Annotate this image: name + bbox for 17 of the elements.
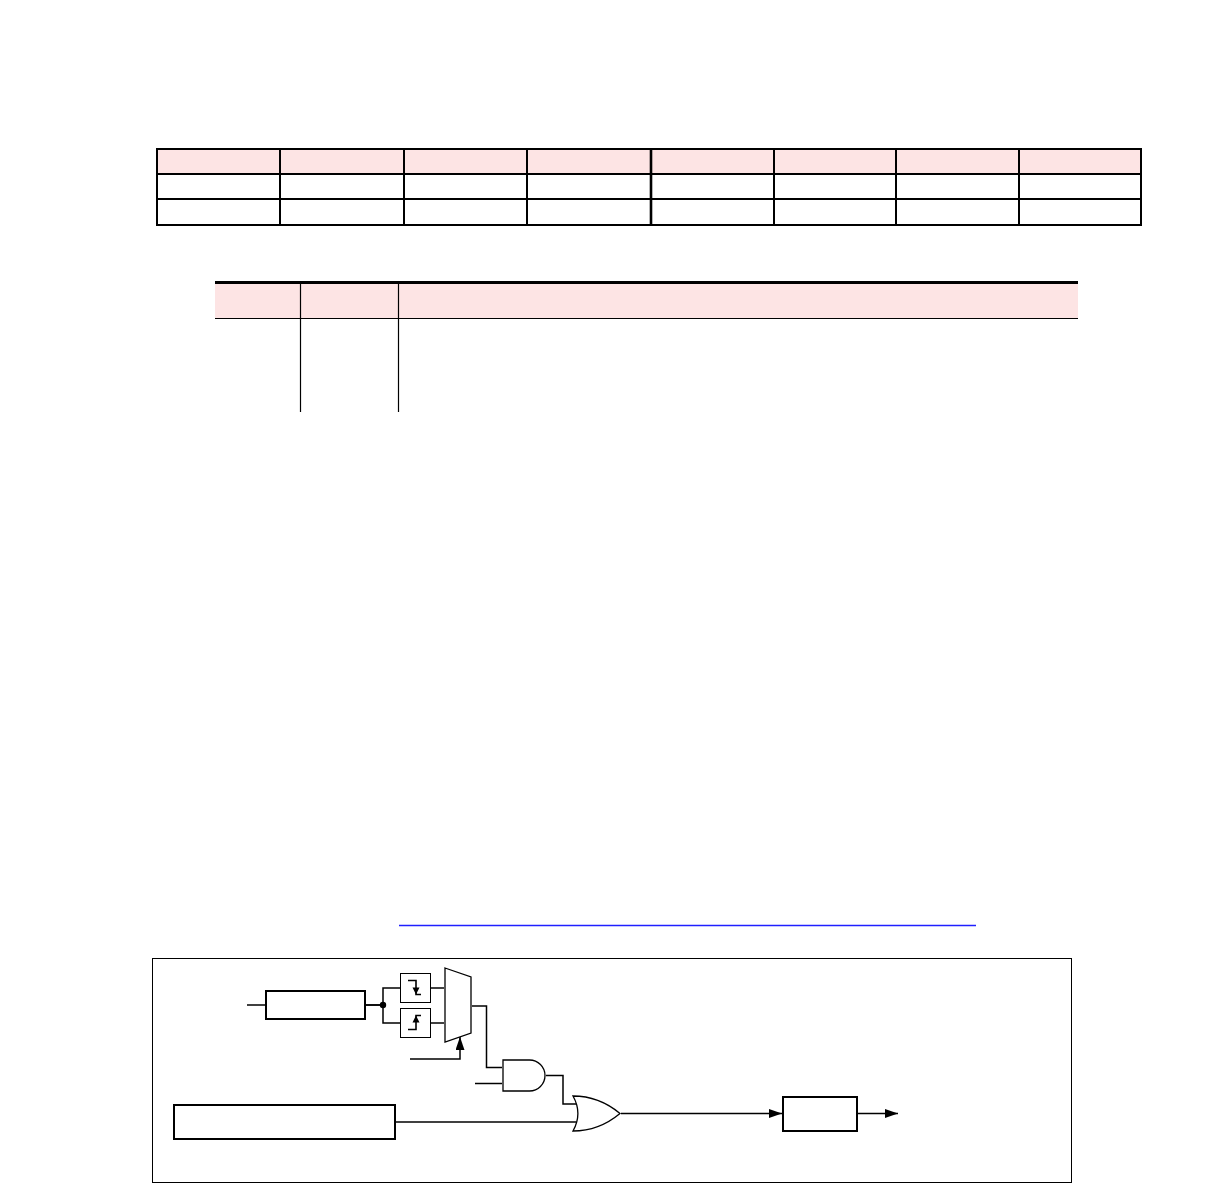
- wire: [246, 1004, 266, 1006]
- edge-detector-box: [400, 973, 431, 1003]
- signal-arrow: [409, 1036, 465, 1060]
- wire: [430, 987, 445, 989]
- multiplexer-symbol: [444, 967, 472, 1043]
- wire: [474, 1082, 503, 1085]
- wire: [365, 1004, 401, 1024]
- or-gate-symbol: [572, 1095, 621, 1132]
- process-box: [265, 990, 366, 1020]
- edge-detector-box: [400, 1008, 431, 1038]
- process-box: [173, 1104, 396, 1140]
- and-gate-symbol: [502, 1059, 546, 1092]
- signal-arrow: [620, 1109, 783, 1118]
- signal-arrow: [857, 1109, 899, 1118]
- wire: [471, 1005, 503, 1069]
- wire: [430, 1022, 445, 1024]
- process-box: [782, 1096, 858, 1132]
